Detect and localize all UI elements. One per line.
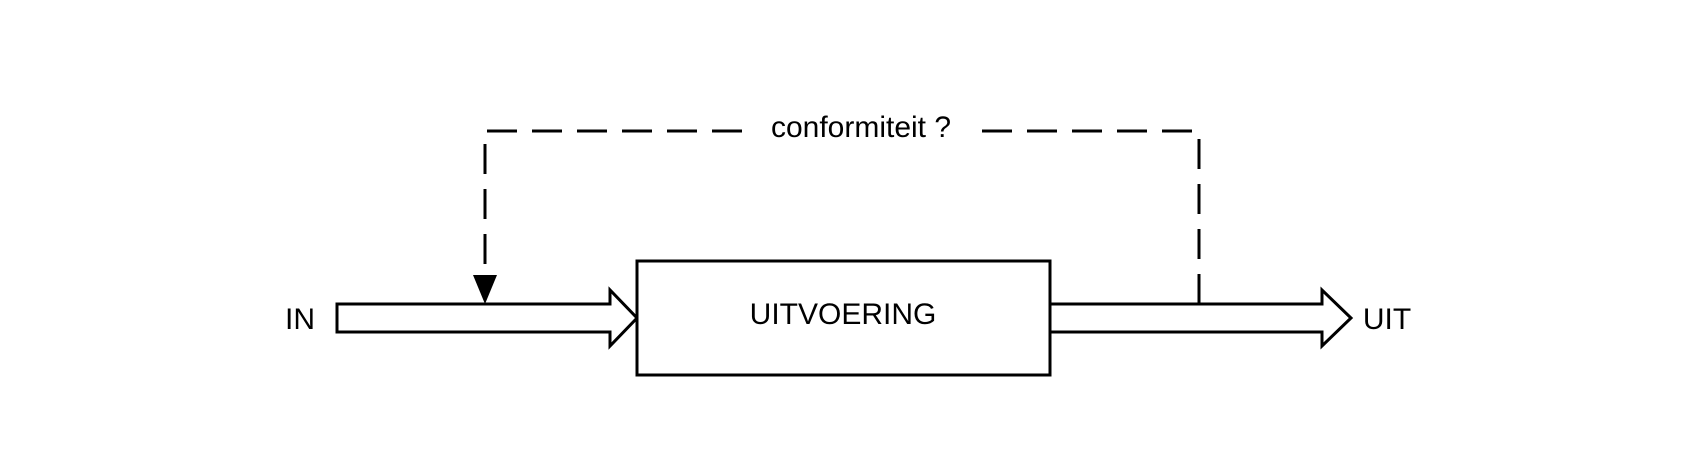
feedback-arrowhead [473,275,497,304]
process-box [635,259,1052,377]
input-label: IN [285,303,315,336]
process-label: UITVOERING [750,298,937,331]
feedback-label-background [755,110,967,150]
feedback-label: conformiteit ? [771,111,951,144]
feedback-loop-line [483,129,1201,304]
input-arrow [335,286,640,350]
output-label: UIT [1363,303,1411,336]
output-arrow [1048,286,1354,350]
